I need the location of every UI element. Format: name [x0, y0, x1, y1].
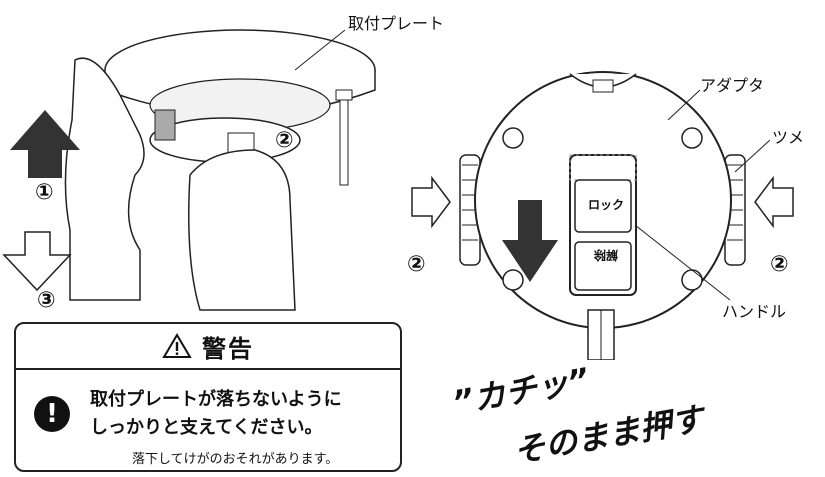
push-down-arrow	[502, 200, 558, 282]
step-1-marker: ①	[35, 180, 54, 205]
warning-header: 警告	[16, 324, 400, 370]
warning-title: 警告	[202, 334, 254, 363]
warning-line-1: 取付プレートが落ちないように	[90, 389, 342, 410]
release-label: 解除	[594, 248, 619, 262]
warning-sub-text: 落下してけがのおそれがあります。	[132, 452, 339, 467]
step-2-right-marker: ②	[770, 252, 789, 277]
warning-box: 警告 ! 取付プレートが落ちないように しっかりと支えてください。 落下してけが…	[14, 322, 402, 472]
adapter-illustration	[411, 71, 794, 360]
warning-line-2: しっかりと支えてください。	[90, 417, 323, 438]
step-3-marker: ③	[37, 288, 56, 313]
exclamation-icon: !	[34, 396, 70, 432]
mounting-illustration	[2, 29, 376, 311]
adapter-label: アダプタ	[700, 76, 765, 95]
mounting-plate-label: 取付プレート	[348, 14, 445, 33]
warning-triangle-icon	[162, 333, 192, 358]
step-2-left-marker: ②	[407, 252, 426, 277]
claw-label: ツメ	[772, 128, 805, 147]
push-up-arrow	[10, 110, 80, 178]
lock-label: ロック	[588, 198, 625, 212]
click-sound-text: ”カチッ”	[450, 360, 592, 422]
handle-label: ハンドル	[722, 302, 787, 321]
step-2-detail-marker: ②	[275, 128, 294, 153]
warning-main-text: 取付プレートが落ちないように しっかりと支えてください。	[90, 386, 342, 442]
